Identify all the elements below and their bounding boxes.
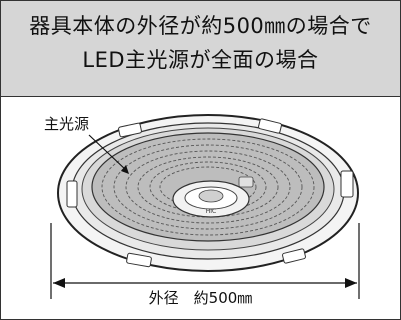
center-adapter-hub <box>198 189 224 203</box>
mounting-clips <box>66 118 354 268</box>
clip-right <box>340 170 354 198</box>
header-title-line1: 器具本体の外径が約500㎜の場合で <box>29 14 372 38</box>
clip-left <box>66 180 78 208</box>
clip-top-right <box>258 118 282 134</box>
callout-leader-line <box>88 134 128 172</box>
main-light-source-label: 主光源 <box>44 115 90 133</box>
led-ring-2 <box>113 144 303 230</box>
header-title-line2: LED主光源が全面の場合 <box>82 48 319 72</box>
led-ring-3 <box>125 150 291 224</box>
dimension-arrow-right <box>345 278 357 288</box>
clip-top-left <box>118 122 142 138</box>
led-rings <box>101 138 315 236</box>
clip-bottom-right <box>282 248 306 264</box>
led-ring-1 <box>101 138 315 236</box>
dimension-arrow-left <box>53 278 65 288</box>
header-banner: 器具本体の外径が約500㎜の場合で LED主光源が全面の場合 <box>1 1 400 97</box>
outer-diameter-label: 外径 約500㎜ <box>148 289 253 307</box>
sensor-module <box>238 176 254 188</box>
center-mark-text: HIC <box>206 208 216 215</box>
clip-bottom-left <box>126 252 152 268</box>
callout-arrowhead <box>121 165 129 174</box>
